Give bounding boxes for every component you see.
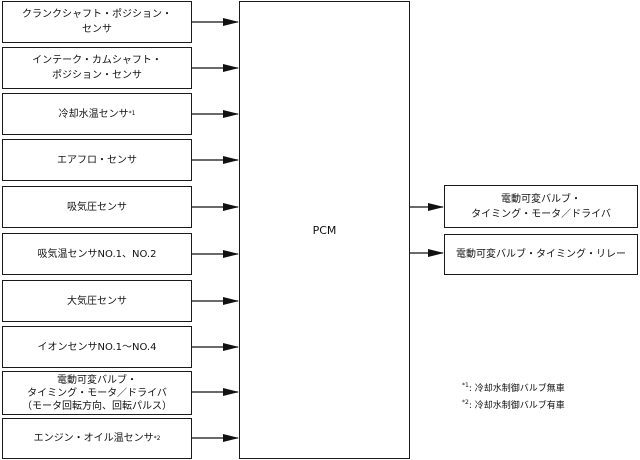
footnote-2: *2: 冷却水制御バルブ有車 — [462, 396, 565, 413]
input-intake-air-temp-sensor: 吸気温センサNO.1、NO.2 — [2, 233, 192, 275]
input-intake-pressure-sensor: 吸気圧センサ — [2, 186, 192, 228]
footnote-1: *1: 冷却水制御バルブ無車 — [462, 379, 565, 396]
input-airflow-sensor: エアフロ・センサ — [2, 139, 192, 181]
output-label: 電動可変バルブ・ タイミング・モータ／ドライバ — [471, 193, 611, 220]
input-label: 吸気温センサNO.1、NO.2 — [37, 248, 157, 260]
input-label: イオンセンサNO.1〜NO.4 — [37, 341, 157, 353]
input-label: 電動可変バルブ・ タイミング・モータ／ドライバ （モータ回転方向、回転パルス） — [22, 374, 172, 412]
input-label: 吸気圧センサ — [67, 201, 127, 213]
input-ion-sensors: イオンセンサNO.1〜NO.4 — [2, 326, 192, 368]
pcm-block: PCM — [239, 1, 410, 459]
output-vvt-relay: 電動可変バルブ・タイミング・リレー — [444, 234, 638, 275]
footnote-text: : 冷却水制御バルブ無車 — [468, 384, 565, 394]
footnote-text: : 冷却水制御バルブ有車 — [468, 401, 565, 411]
input-intake-camshaft-position-sensor: インテーク・カムシャフト・ ポジション・センサ — [2, 47, 192, 89]
input-label: 冷却水温センサ — [58, 108, 129, 120]
output-label: 電動可変バルブ・タイミング・リレー — [456, 249, 626, 260]
input-engine-oil-temp-sensor: エンジン・オイル温センサ*2 — [2, 418, 192, 459]
footnote-mark: *1 — [462, 382, 469, 389]
footnotes: *1: 冷却水制御バルブ無車 *2: 冷却水制御バルブ有車 — [462, 379, 565, 413]
footnote-mark: *2 — [462, 399, 469, 406]
input-label: クランクシャフト・ポジション・ センサ — [22, 9, 172, 35]
input-label: エンジン・オイル温センサ — [33, 433, 154, 444]
output-vvt-motor-driver: 電動可変バルブ・ タイミング・モータ／ドライバ — [444, 185, 638, 228]
pcm-label: PCM — [312, 223, 337, 237]
input-label: 大気圧センサ — [67, 295, 127, 307]
input-crankshaft-position-sensor: クランクシャフト・ポジション・ センサ — [2, 1, 192, 43]
input-label: インテーク・カムシャフト・ ポジション・センサ — [32, 55, 162, 81]
input-coolant-temp-sensor: 冷却水温センサ*1 — [2, 93, 192, 135]
input-vvt-motor-driver: 電動可変バルブ・ タイミング・モータ／ドライバ （モータ回転方向、回転パルス） — [2, 371, 192, 415]
input-barometric-pressure-sensor: 大気圧センサ — [2, 280, 192, 322]
input-label: エアフロ・センサ — [57, 154, 137, 166]
